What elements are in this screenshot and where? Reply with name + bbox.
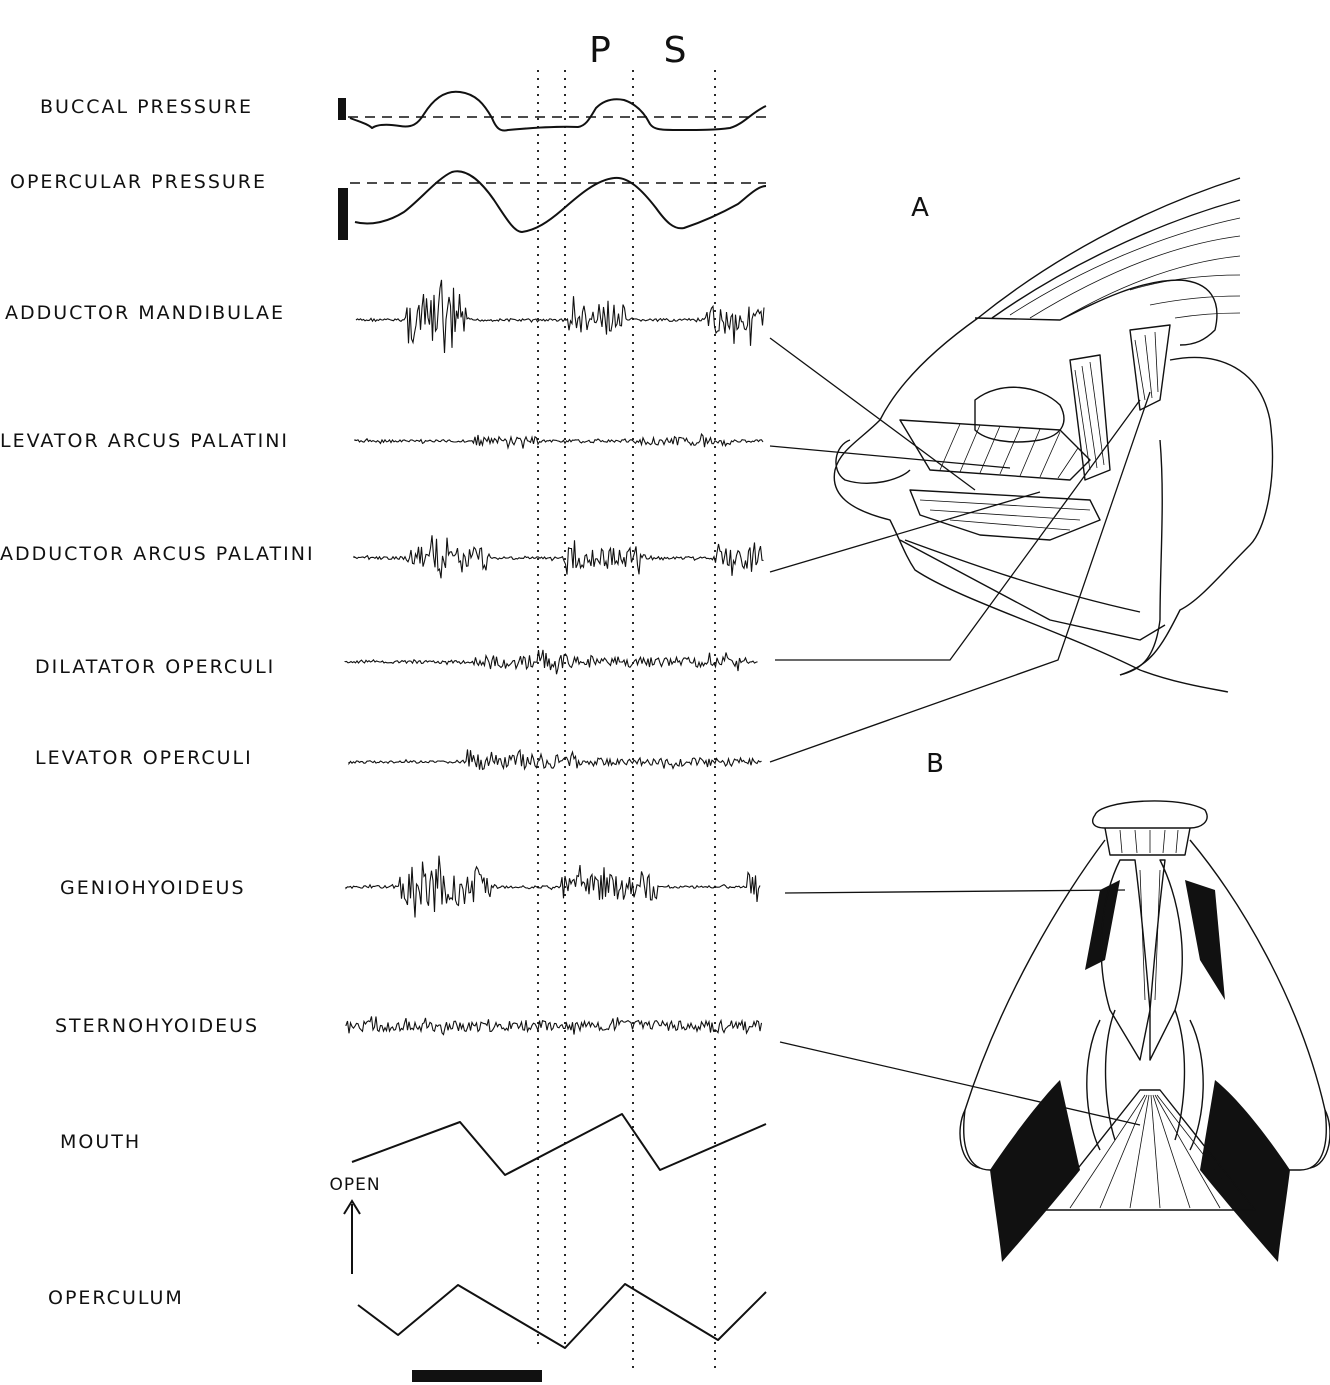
left-branchial-cavity	[990, 1080, 1080, 1262]
gill-arch-right-1	[1189, 1019, 1204, 1151]
leader-sternohyoideus	[779, 1041, 1141, 1126]
buccal-pressure-line	[349, 90, 767, 132]
snout-outline	[835, 439, 911, 484]
label-adductor-arcus-palatini: ADDUCTOR ARCUS PALATINI	[0, 543, 315, 565]
leader-adductor-arcus-palatini	[769, 491, 1041, 573]
emg-trace-geniohyoideus	[345, 855, 761, 918]
preopercle-line	[1159, 439, 1163, 621]
open-arrow-icon	[343, 1199, 361, 1215]
label-dilatator-operculi: DILATATOR OPERCULI	[35, 656, 275, 678]
sternohyoideus-muscle	[1044, 1089, 1256, 1211]
row-labels: BUCCAL PRESSURE OPERCULAR PRESSURE ADDUC…	[0, 96, 315, 1309]
levator-hatching	[1134, 331, 1159, 401]
time-scale-bar	[412, 1370, 542, 1382]
phase-boundaries	[537, 70, 716, 1370]
adductor-hatching	[939, 423, 1079, 479]
operculum-line	[357, 1283, 767, 1349]
leader-lines	[769, 337, 1151, 1126]
dorsal-line-6	[1129, 274, 1241, 291]
label-geniohyoideus: GENIOHYOIDEUS	[60, 877, 246, 899]
mouth-trace: OPEN	[329, 1113, 767, 1274]
levator-operculi-muscle	[1129, 324, 1171, 411]
head-outline	[833, 317, 1229, 693]
dorsal-line-2	[991, 199, 1241, 319]
leader-dilatator-operculi	[775, 399, 1141, 661]
leader-geniohyoideus	[784, 889, 1126, 894]
dorsal-line-7	[1149, 295, 1241, 306]
leader-levator-operculi	[769, 391, 1151, 763]
open-label: OPEN	[329, 1175, 380, 1195]
gill-arch-left-2	[1104, 1009, 1116, 1141]
dorsal-line-5	[1059, 255, 1241, 321]
emg-trace-levator-arcus-palatini	[354, 432, 764, 450]
dorsal-line-4	[1029, 235, 1241, 319]
adductor-arcus-palatini-muscle	[909, 489, 1101, 541]
adductor-mandibulae-muscle	[899, 419, 1091, 481]
left-lobe	[959, 1109, 981, 1169]
emg-trace-sternohyoideus	[345, 1016, 763, 1036]
emg-trace-adductor-arcus-palatini	[353, 535, 764, 579]
interopercle-line	[1119, 619, 1161, 676]
operculum-trace	[357, 1283, 767, 1349]
leader-adductor-mandibulae	[769, 337, 976, 491]
opercular-pressure-line	[354, 170, 767, 233]
operculum-outline	[1119, 356, 1274, 676]
label-sternohyoideus: STERNOHYOIDEUS	[55, 1015, 259, 1037]
right-jaw-outline	[1189, 839, 1327, 1171]
gill-arch-right-2	[1174, 1009, 1186, 1141]
label-opercular-pressure: OPERCULAR PRESSURE	[10, 171, 267, 193]
dorsal-line-8	[1174, 312, 1241, 319]
panel-a-lateral-head-drawing	[833, 177, 1274, 693]
right-branchial-cavity	[1200, 1080, 1290, 1262]
lower-lip-outline	[1092, 800, 1208, 829]
dorsal-line-3	[1009, 217, 1241, 316]
emg-trace-levator-operculi	[348, 748, 762, 771]
emg-traces	[344, 279, 765, 1036]
phase-label-p: P	[589, 30, 611, 71]
opercular-pressure-trace	[338, 170, 767, 240]
genio-hatching	[1139, 869, 1161, 1001]
dilatator-operculi-muscle	[1069, 354, 1111, 481]
label-levator-arcus-palatini: LEVATOR ARCUS PALATINI	[0, 430, 289, 452]
panel-b-ventral-head-drawing	[959, 800, 1330, 1262]
symphysis-outline	[1104, 827, 1191, 856]
mandible-line	[904, 539, 1141, 613]
opercular-scale-bar	[338, 188, 348, 240]
lower-hatching	[919, 499, 1091, 531]
emg-trace-dilatator-operculi	[344, 649, 758, 675]
label-levator-operculi: LEVATOR OPERCULI	[35, 747, 253, 769]
right-dark-gap	[1185, 880, 1225, 1000]
label-operculum: OPERCULUM	[48, 1287, 184, 1309]
geniohyoideus-right	[1149, 859, 1183, 1061]
buccal-scale-bar	[338, 98, 346, 120]
right-lobe	[1309, 1109, 1330, 1169]
orbit-outline	[974, 386, 1065, 443]
leader-levator-arcus-palatini	[769, 445, 1011, 469]
geniohyoideus-left	[1100, 859, 1151, 1061]
label-buccal-pressure: BUCCAL PRESSURE	[40, 96, 253, 118]
lower-jaw-line	[899, 539, 1166, 641]
panel-label-a: A	[911, 193, 929, 223]
sterno-hatching	[1069, 1094, 1246, 1209]
gill-arch-left-1	[1086, 1019, 1101, 1151]
skull-outline	[974, 279, 1218, 346]
panel-label-b: B	[926, 749, 944, 779]
label-adductor-mandibulae: ADDUCTOR MANDIBULAE	[5, 302, 285, 324]
phase-label-s: S	[664, 30, 687, 71]
left-jaw-outline	[963, 839, 1106, 1171]
buccal-pressure-trace	[338, 90, 767, 132]
label-mouth: MOUTH	[60, 1131, 141, 1153]
dorsal-line-1	[977, 177, 1241, 319]
symphysis-hatching	[1119, 829, 1179, 854]
mouth-line	[351, 1113, 767, 1176]
emg-trace-adductor-mandibulae	[355, 279, 765, 354]
dilatator-hatching	[1074, 361, 1105, 471]
